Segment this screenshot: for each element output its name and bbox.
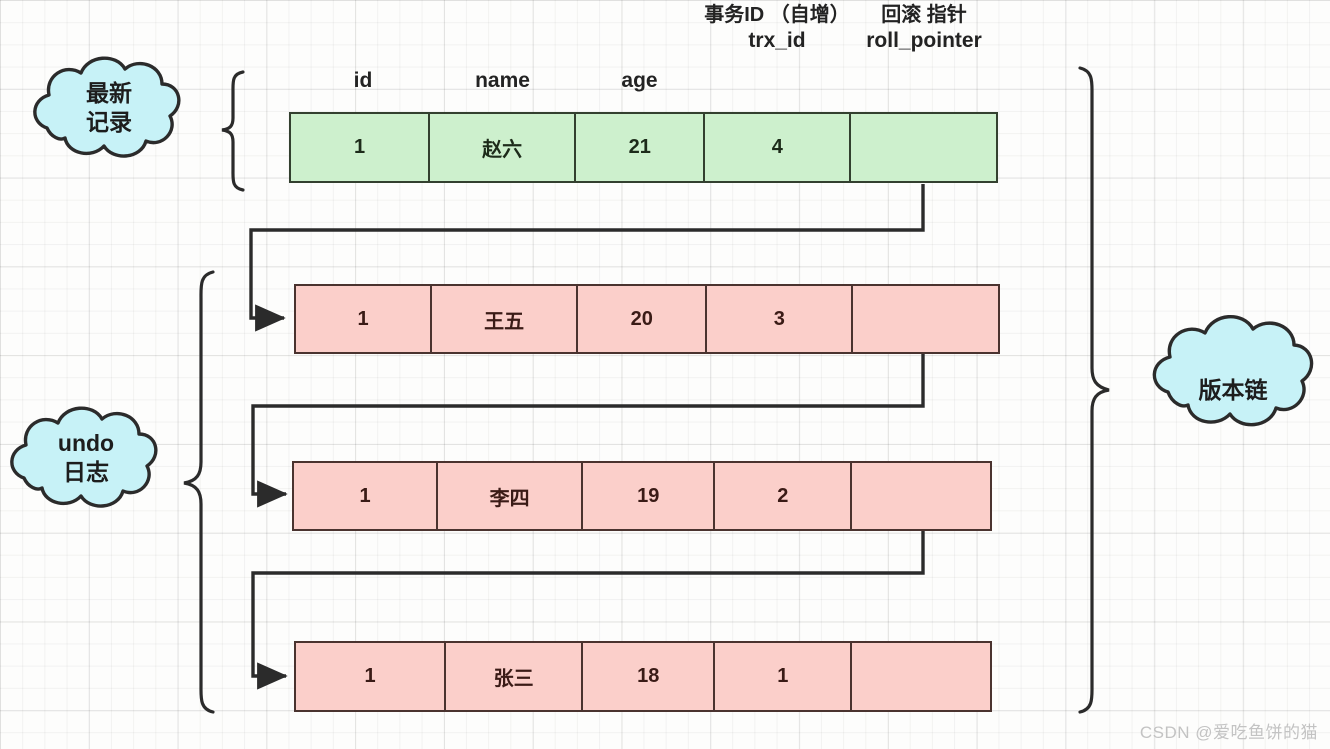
cloud-latest-record-label: 最新 记录	[86, 80, 132, 135]
brace-undo-log	[183, 270, 215, 714]
record-row-undo-1: 1 王五 20 3	[294, 284, 1001, 354]
cell-id: 1	[292, 461, 438, 531]
cell-roll-pointer	[851, 284, 1001, 354]
column-header-trx-id: 事务ID （自增） trx_id	[702, 3, 852, 54]
cell-name: 赵六	[427, 112, 577, 183]
cell-roll-pointer	[850, 461, 993, 531]
column-header-age-label: age	[621, 69, 658, 92]
column-header-age: age	[592, 68, 687, 94]
cell-age: 19	[581, 461, 716, 531]
cell-id: 1	[294, 641, 446, 712]
cell-trx-id: 3	[704, 284, 854, 354]
record-row-undo-3: 1 张三 18 1	[294, 641, 993, 712]
cloud-version-chain-label: 版本链	[1198, 376, 1268, 403]
brace-version-chain	[1078, 66, 1110, 714]
cell-trx-id: 4	[702, 112, 852, 183]
cell-id: 1	[289, 112, 430, 183]
cell-trx-id: 2	[712, 461, 853, 531]
cell-name: 张三	[443, 641, 584, 712]
cell-age: 20	[576, 284, 708, 354]
cloud-undo-log-label-wrap: undo 日志	[12, 408, 160, 508]
watermark: CSDN @爱吃鱼饼的猫	[1139, 723, 1318, 742]
column-header-name: name	[450, 68, 555, 94]
cell-roll-pointer	[850, 641, 993, 712]
brace-latest-record	[221, 70, 245, 192]
cell-name: 李四	[435, 461, 584, 531]
column-header-id-label: id	[353, 69, 373, 92]
cell-age: 18	[581, 641, 716, 712]
record-row-latest: 1 赵六 21 4	[289, 112, 999, 183]
column-header-name-label: name	[475, 69, 530, 92]
column-header-trx-id-note: 事务ID （自增）	[704, 4, 850, 26]
column-header-trx-id-label: trx_id	[748, 29, 806, 52]
column-header-id: id	[318, 68, 408, 94]
cell-age: 21	[574, 112, 706, 183]
cell-id: 1	[294, 284, 432, 354]
cell-roll-pointer	[849, 112, 999, 183]
column-header-roll-pointer-label: roll_pointer	[866, 29, 982, 52]
cell-name: 王五	[429, 284, 579, 354]
record-row-undo-2: 1 李四 19 2	[292, 461, 993, 531]
column-header-roll-pointer: 回滚 指针 roll_pointer	[838, 3, 1010, 54]
column-header-roll-pointer-note: 回滚 指针	[881, 4, 967, 26]
cloud-latest-record-label-wrap: 最新 记录	[35, 58, 183, 158]
cloud-version-chain-label-wrap: 版本链	[1157, 340, 1309, 440]
cloud-undo-log-label: undo 日志	[57, 430, 115, 485]
cell-trx-id: 1	[712, 641, 853, 712]
